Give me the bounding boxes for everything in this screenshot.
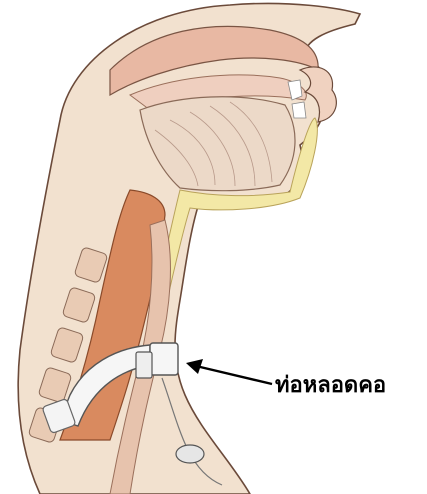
tube-connector [150, 343, 178, 375]
tube-flange [136, 352, 152, 378]
pilot-balloon [176, 445, 204, 463]
callout-label: ท่อหลอดคอ [275, 373, 386, 398]
callout-arrow-line [196, 366, 272, 384]
callout-arrow-head [186, 359, 203, 374]
